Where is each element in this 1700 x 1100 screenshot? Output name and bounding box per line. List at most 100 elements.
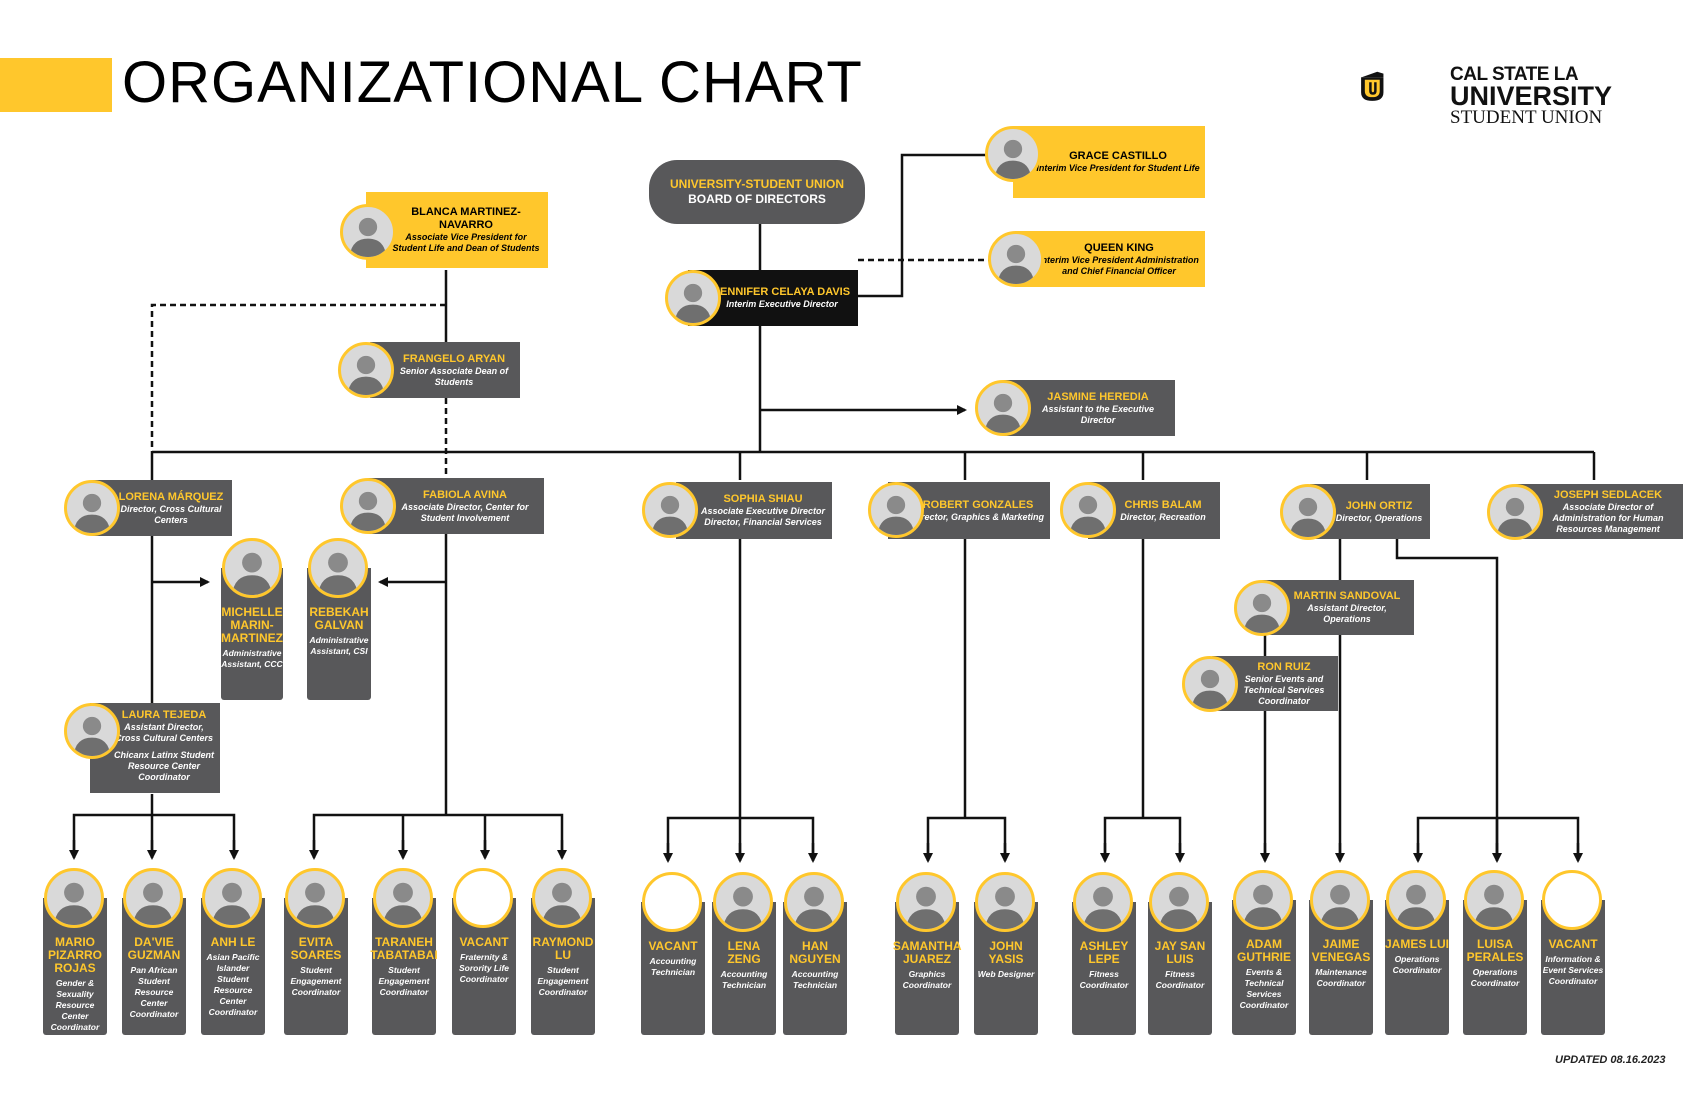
- lena-title: Accounting Technician: [720, 969, 768, 990]
- john-name: JOHN ORTIZ: [1345, 499, 1413, 512]
- vacant-fsl-name: VACANT: [459, 935, 509, 949]
- vacant-acct-photo: [642, 872, 702, 932]
- taraneh-name: TARANEH TABATABAI: [370, 935, 438, 962]
- logo-line-university: UNIVERSITY: [1450, 81, 1613, 111]
- laura-title: Assistant Director, Cross Cultural Cente…: [114, 722, 214, 743]
- board-line-1: UNIVERSITY-STUDENT UNION: [669, 177, 844, 191]
- queen-photo: [988, 231, 1044, 287]
- joseph-photo: [1487, 484, 1543, 540]
- laura-subtitle: Chicanx Latinx Student Resource Center C…: [113, 750, 214, 782]
- ashley-title: Fitness Coordinator: [1079, 969, 1129, 990]
- james-title: Operations Coordinator: [1392, 954, 1442, 975]
- blanca-name: BLANCA MARTINEZ-NAVARRO: [411, 206, 521, 231]
- han-name: HAN NGUYEN: [789, 939, 841, 966]
- raymond-photo: [532, 868, 592, 928]
- lorena-title: Director, Cross Cultural Centers: [120, 503, 222, 525]
- fabiola-title: Associate Director, Center for Student I…: [401, 501, 529, 523]
- samantha-title: Graphics Coordinator: [902, 969, 952, 990]
- ashley-photo: [1073, 872, 1133, 932]
- johny-title: Web Designer: [977, 969, 1035, 979]
- john-title: Director, Operations: [1335, 512, 1423, 523]
- mario-name: MARIO PIZARRO ROJAS: [48, 935, 102, 975]
- luisa-title: Operations Coordinator: [1470, 967, 1520, 988]
- jay-photo: [1149, 872, 1209, 932]
- vacant-ies-photo: [1542, 870, 1602, 930]
- samantha-photo: [896, 872, 956, 932]
- chris-photo: [1060, 482, 1116, 538]
- chris-title: Director, Recreation: [1120, 511, 1206, 522]
- mario-title: Gender & Sexuality Resource Center Coord…: [50, 978, 100, 1032]
- martin-title: Assistant Director, Operations: [1307, 603, 1387, 624]
- james-name: JAMES LUI: [1385, 937, 1450, 951]
- sophia-title: Associate Executive Director Director, F…: [700, 506, 826, 527]
- davie-photo: [123, 868, 183, 928]
- robert-photo: [868, 482, 924, 538]
- raymond-name: RAYMOND LU: [532, 935, 594, 962]
- jennifer-name: JENNIFER CELAYA DAVIS: [713, 286, 851, 298]
- taraneh-photo: [373, 868, 433, 928]
- lena-name: LENA ZENG: [727, 939, 761, 966]
- adam-title: Events & Technical Services Coordinator: [1239, 967, 1289, 1010]
- frangelo-title: Senior Associate Dean of Students: [399, 365, 509, 387]
- title-accent-bar: [0, 58, 112, 112]
- laura-photo: [64, 703, 120, 759]
- adam-photo: [1233, 870, 1293, 930]
- samantha-name: SAMANTHA JUAREZ: [892, 939, 962, 966]
- jasmine-name: JASMINE HEREDIA: [1047, 390, 1149, 403]
- jasmine-photo: [975, 380, 1031, 436]
- rebekah-photo: [308, 538, 368, 598]
- jay-title: Fitness Coordinator: [1155, 969, 1205, 990]
- davie-name: DA'VIE GUZMAN: [127, 935, 181, 962]
- grace-photo: [985, 126, 1041, 182]
- grace-name: GRACE CASTILLO: [1069, 150, 1167, 162]
- anh-title: Asian Pacific Islander Student Resource …: [206, 952, 260, 1017]
- university-logo: [1361, 71, 1384, 101]
- johny-name: JOHN YASIS: [988, 939, 1024, 966]
- vacant-ies-title: Information & Event Services Coordinator: [1542, 954, 1604, 986]
- jay-name: JAY SAN LUIS: [1154, 939, 1206, 966]
- luisa-photo: [1464, 870, 1524, 930]
- martin-name: MARTIN SANDOVAL: [1293, 590, 1401, 602]
- ashley-name: ASHLEY LEPE: [1079, 939, 1129, 966]
- lorena-name: LORENA MÁRQUEZ: [118, 490, 224, 503]
- jasmine-title: Assistant to the Executive Director: [1041, 403, 1155, 425]
- vacant-ies-name: VACANT: [1548, 937, 1598, 951]
- frangelo-photo: [338, 342, 394, 398]
- rebekah-name: REBEKAH GALVAN: [309, 605, 369, 632]
- chris-name: CHRIS BALAM: [1124, 498, 1202, 511]
- michelle-node: MICHELLE MARIN-MARTINEZ Administrative As…: [221, 568, 283, 700]
- updated-date: UPDATED 08.16.2023: [1555, 1054, 1666, 1066]
- johny-photo: [975, 872, 1035, 932]
- queen-name: QUEEN KING: [1084, 241, 1154, 254]
- michelle-title: Administrative Assistant, CCC: [221, 648, 283, 669]
- robert-title: Director, Graphics & Marketing: [911, 511, 1045, 522]
- robert-name: ROBERT GONZALES: [922, 498, 1034, 511]
- evita-name: EVITA SOARES: [290, 935, 342, 962]
- page-title: ORGANIZATIONAL CHART: [122, 50, 863, 115]
- adam-name: ADAM GUTHRIE: [1237, 937, 1291, 964]
- logo-line-student-union: STUDENT UNION: [1450, 107, 1603, 128]
- evita-title: Student Engagement Coordinator: [290, 965, 342, 997]
- vacant-fsl-photo: [453, 868, 513, 928]
- ron-title: Senior Events and Technical Services Coo…: [1243, 673, 1325, 706]
- grace-title: Interim Vice President for Student Life: [1036, 163, 1200, 173]
- jennifer-photo: [665, 270, 721, 326]
- jennifer-title: Interim Executive Director: [726, 299, 838, 309]
- martin-photo: [1234, 580, 1290, 636]
- michelle-name: MICHELLE MARIN-MARTINEZ: [221, 605, 283, 645]
- frangelo-name: FRANGELO ARYAN: [402, 352, 506, 365]
- vacant-acct-title: Accounting Technician: [649, 956, 697, 977]
- lena-photo: [713, 872, 773, 932]
- lorena-photo: [64, 480, 120, 536]
- board-of-directors-node: UNIVERSITY-STUDENT UNION BOARD OF DIRECT…: [649, 160, 865, 224]
- blanca-title: Associate Vice President for Student Lif…: [392, 232, 540, 253]
- rebekah-title: Administrative Assistant, CSI: [309, 635, 369, 656]
- john-photo: [1280, 484, 1336, 540]
- vacant-fsl-title: Fraternity & Sorority Life Coordinator: [458, 952, 510, 984]
- anh-photo: [202, 868, 262, 928]
- anh-name: ANH LE: [210, 935, 256, 949]
- jaime-title: Maintenance Coordinator: [1315, 967, 1367, 988]
